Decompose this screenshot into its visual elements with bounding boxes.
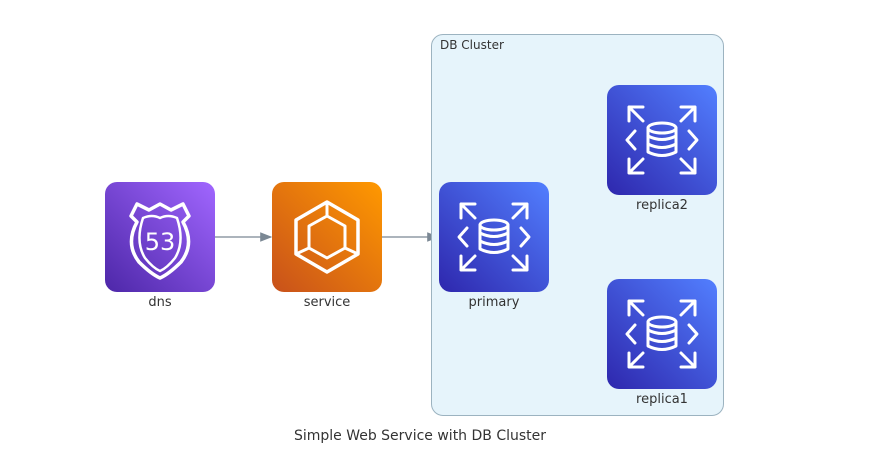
node-primary[interactable]: primary	[439, 182, 549, 310]
rds-icon	[607, 279, 717, 389]
route53-number: 53	[145, 228, 176, 256]
node-label-service: service	[303, 295, 351, 310]
node-replica2[interactable]: replica2	[607, 85, 717, 213]
node-label-dns: dns	[148, 295, 172, 310]
diagram-caption: Simple Web Service with DB Cluster	[293, 428, 547, 444]
route53-icon: 53	[105, 182, 215, 292]
rds-icon	[439, 182, 549, 292]
node-dns[interactable]: 53 dns	[105, 182, 215, 310]
node-replica1[interactable]: replica1	[607, 279, 717, 407]
node-label-replica1: replica1	[636, 392, 688, 407]
rds-icon	[607, 85, 717, 195]
ecs-icon	[272, 182, 382, 292]
node-service[interactable]: service	[272, 182, 382, 310]
cluster-label: DB Cluster	[440, 38, 504, 52]
node-label-replica2: replica2	[636, 198, 688, 213]
node-label-primary: primary	[468, 295, 520, 310]
